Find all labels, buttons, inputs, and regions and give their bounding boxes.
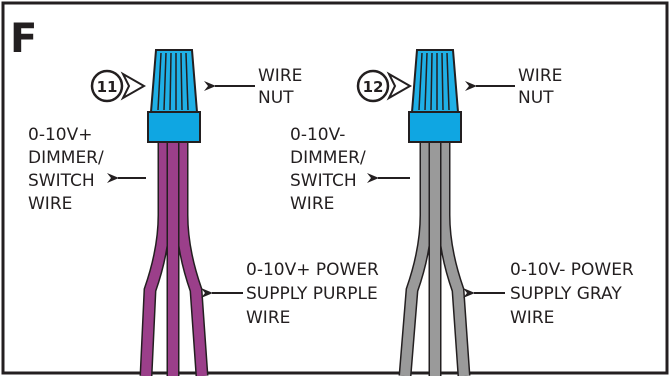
panel-letter: F	[10, 16, 37, 62]
left-wires	[139, 142, 209, 376]
power-label-left: 0-10V+ POWER SUPPLY PURPLE WIRE	[246, 260, 384, 328]
wire-nut-label-right: WIRE NUT	[518, 66, 568, 108]
dimmer-label-left: 0-10V+ DIMMER/ SWITCH WIRE	[28, 125, 109, 214]
callout-11: 11	[90, 69, 147, 103]
callout-number-12: 12	[363, 78, 384, 96]
wire-nut-label-left: WIRE NUT	[258, 66, 308, 108]
dimmer-label-right: 0-10V- DIMMER/ SWITCH WIRE	[290, 125, 371, 214]
wire-nut-right	[408, 49, 462, 143]
wire-nut-left	[147, 49, 201, 143]
callout-number-11: 11	[97, 78, 118, 96]
power-label-right: 0-10V- POWER SUPPLY GRAY WIRE	[510, 260, 639, 328]
right-wires	[398, 142, 471, 376]
callout-12: 12	[356, 69, 413, 103]
